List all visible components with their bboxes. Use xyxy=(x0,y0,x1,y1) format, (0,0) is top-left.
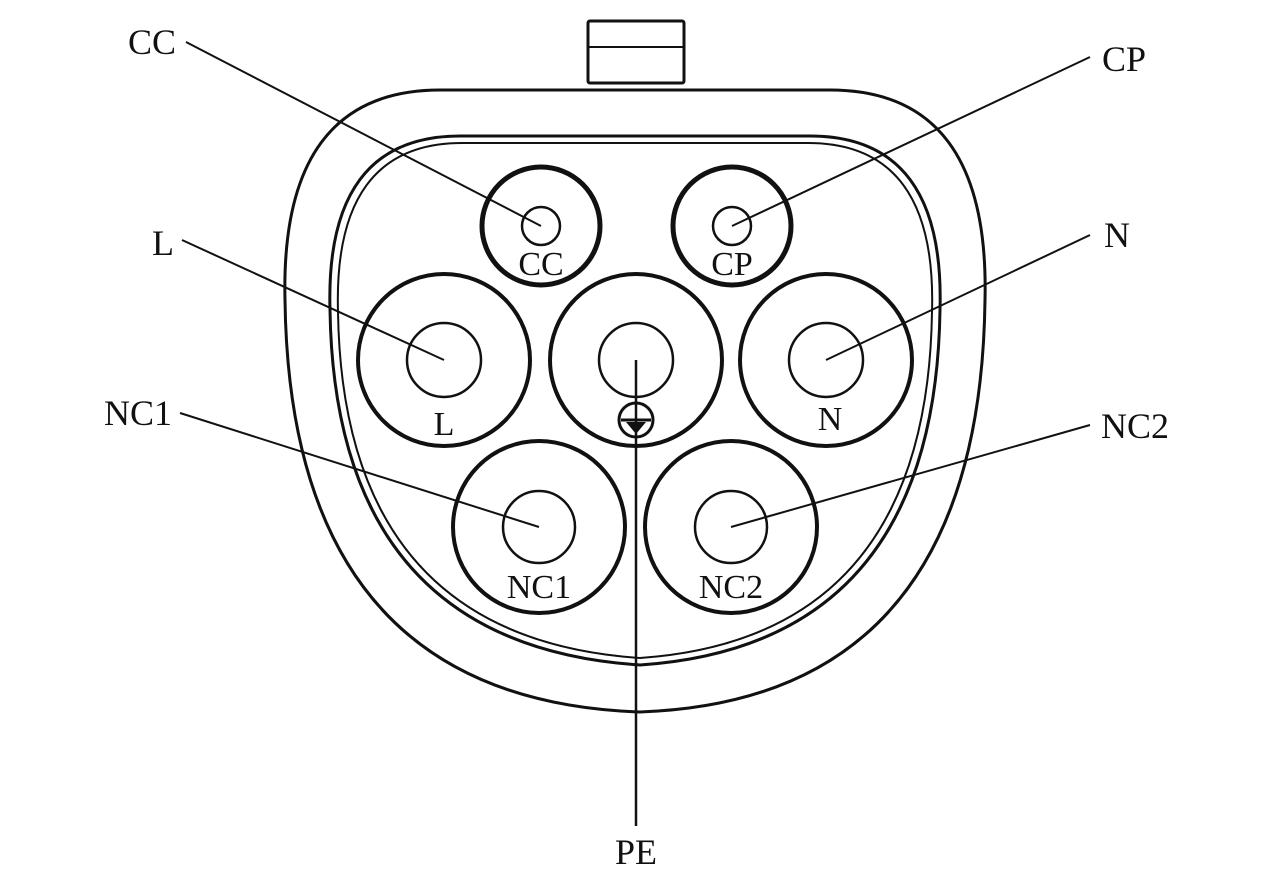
outer-housing xyxy=(283,88,987,714)
callout-n: N xyxy=(1104,215,1130,255)
callout-cp: CP xyxy=(1102,39,1146,79)
pin-label-l: L xyxy=(434,406,455,443)
inner-face-outer-edge xyxy=(328,134,942,667)
leader-nc2 xyxy=(730,424,1091,528)
callout-pe: PE xyxy=(615,832,657,872)
pin-nc1: NC1 xyxy=(451,439,627,615)
pin-cc: CC xyxy=(479,164,603,288)
pin-label-n: N xyxy=(818,401,843,438)
leader-cc xyxy=(185,41,542,227)
inner-face-inner-edge xyxy=(336,142,934,660)
pin-label-nc1: NC1 xyxy=(507,569,571,606)
pin-nc2: NC2 xyxy=(643,439,819,615)
callout-nc1: NC1 xyxy=(104,393,172,433)
leader-lines xyxy=(179,41,1091,826)
leader-cp xyxy=(731,56,1091,227)
callout-nc2: NC2 xyxy=(1101,406,1169,446)
leader-l xyxy=(181,239,445,361)
pin-label-cp: CP xyxy=(711,246,753,283)
callout-cc: CC xyxy=(128,22,176,62)
pin-l: L xyxy=(356,272,532,448)
pin-label-nc2: NC2 xyxy=(699,569,763,606)
pin-cp: CP xyxy=(670,164,794,288)
pin-n: N xyxy=(738,272,914,448)
leader-nc1 xyxy=(179,412,540,528)
callout-l: L xyxy=(152,223,174,263)
leader-n xyxy=(825,234,1091,361)
pin-label-cc: CC xyxy=(518,246,563,283)
latch-tab xyxy=(586,19,686,85)
